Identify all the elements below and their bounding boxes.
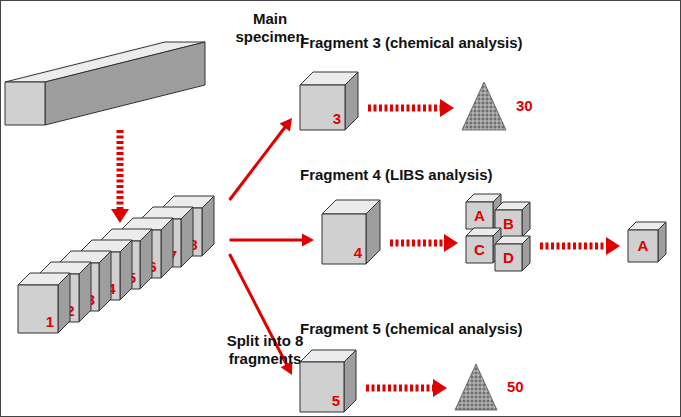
main-specimen: Main specimen xyxy=(5,42,205,126)
cube-number: 1 xyxy=(46,314,54,330)
cube-outline xyxy=(300,350,356,412)
specimen-bar xyxy=(5,42,205,126)
sub-cube: D xyxy=(495,236,530,271)
cube-number: 5 xyxy=(332,393,340,409)
cube-number: 4 xyxy=(354,245,362,261)
arrow-head xyxy=(111,209,129,223)
cube-number: 3 xyxy=(333,111,341,127)
dashed-arrow xyxy=(540,237,620,255)
cube-outline xyxy=(300,72,358,130)
mass-number: 30 xyxy=(516,98,533,114)
fragment-cube: Fragment 4 (LIBS analysis)4 xyxy=(322,200,380,264)
cube-outline xyxy=(322,200,380,264)
arrow-shaft xyxy=(230,239,304,242)
cube-outline xyxy=(18,273,70,333)
fragment-heading: Fragment 4 (LIBS analysis) xyxy=(300,166,493,184)
arrow-head xyxy=(280,118,292,131)
dashed-arrow xyxy=(366,379,447,397)
fragment-cube: 1 xyxy=(18,273,70,333)
dashed-arrow xyxy=(368,99,454,117)
cube-number: C xyxy=(474,242,485,258)
cube-number: A xyxy=(638,238,649,254)
cube-number: A xyxy=(474,208,485,224)
powder-pile: 50 xyxy=(455,364,537,410)
powder-pile-shape xyxy=(462,82,506,130)
arrow-shaft xyxy=(117,130,124,210)
dashed-arrow xyxy=(390,234,458,252)
arrow-head xyxy=(433,379,447,397)
arrow-shaft xyxy=(390,240,445,247)
powder-pile-shape xyxy=(455,364,497,410)
arrow-shaft xyxy=(540,243,607,250)
arrow-shaft xyxy=(230,127,286,200)
arrow-shaft xyxy=(366,385,434,392)
mass-number: 50 xyxy=(507,379,524,395)
arrow-shaft xyxy=(368,105,441,112)
arrow-head xyxy=(440,99,454,117)
specimen-heading: Main specimen xyxy=(230,10,310,46)
dashed-arrow xyxy=(111,130,129,223)
solid-arrow xyxy=(230,234,315,247)
fragment-heading: Fragment 3 (chemical analysis) xyxy=(300,34,523,52)
fragment-cube: Fragment 3 (chemical analysis)3 xyxy=(300,72,358,130)
arrow-head xyxy=(302,234,314,247)
cube-number: B xyxy=(503,216,514,232)
cube-number: D xyxy=(503,250,514,266)
solid-arrow xyxy=(230,118,293,200)
arrow-head xyxy=(606,237,620,255)
powder-pile: 30 xyxy=(462,82,546,130)
fragment-heading: Fragment 5 (chemical analysis) xyxy=(300,320,523,338)
arrow-head xyxy=(444,234,458,252)
sub-cube: A xyxy=(628,222,666,262)
fragment-cube: Fragment 5 (chemical analysis)5 xyxy=(300,350,356,412)
